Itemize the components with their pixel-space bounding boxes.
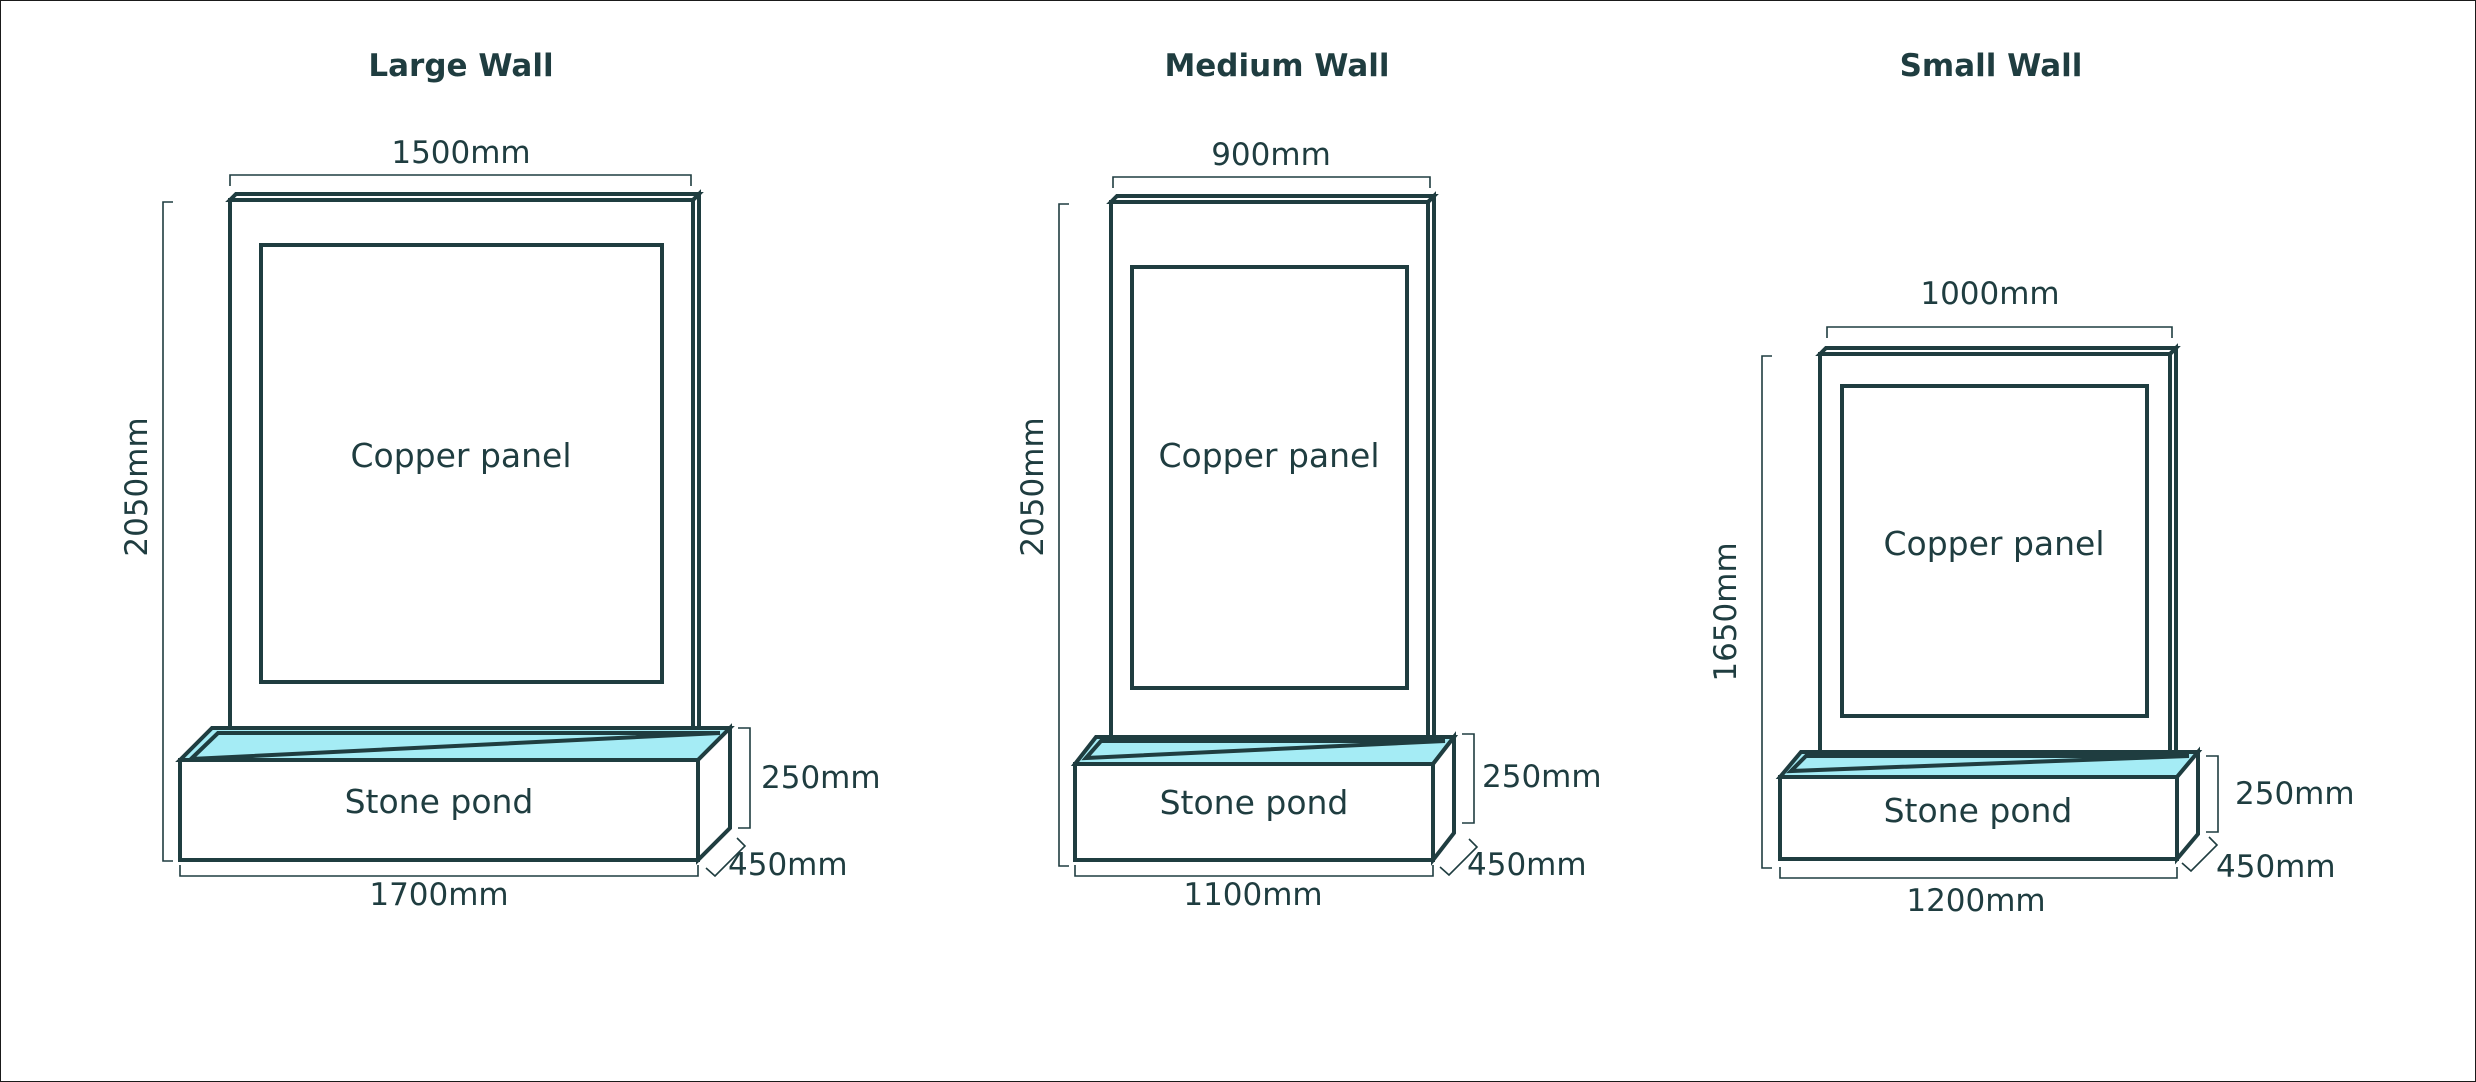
large-panel-width-line [229, 174, 692, 186]
medium-pond-width-line [1074, 865, 1434, 877]
medium-wall: Medium Wall 900mm Copper panel Stone pon… [1015, 48, 1602, 913]
medium-pond-width: 1100mm [1183, 877, 1322, 913]
medium-copper-panel [1130, 265, 1409, 690]
small-panel-width-line [1826, 326, 2173, 338]
small-pond-inner-rim [1785, 754, 2190, 774]
large-pond-width-line [179, 865, 699, 877]
large-wall-title: Large Wall [368, 48, 553, 84]
large-pond-height-line [738, 727, 751, 829]
small-pond-depth: 450mm [2216, 849, 2336, 885]
medium-pond-height-line [1462, 733, 1475, 824]
large-wall: Large Wall 1500mm Copper panel Stone pon… [119, 48, 881, 913]
large-pond-height: 250mm [761, 760, 881, 796]
small-panel-width: 1000mm [1920, 276, 2059, 312]
small-wall: Small Wall 1000mm Copper panel Stone pon… [1708, 48, 2355, 919]
small-stone-pond [1778, 775, 2179, 861]
medium-wall-title: Medium Wall [1164, 48, 1389, 84]
small-copper-panel [1840, 384, 2149, 718]
medium-pond-depth-line [1439, 838, 1479, 877]
small-stone-pond-label: Stone pond [1884, 791, 2073, 830]
small-pond-width-line [1779, 867, 2178, 879]
large-height-line [162, 201, 173, 862]
large-total-height: 2050mm [119, 417, 155, 556]
medium-panel-width-line [1112, 176, 1431, 188]
small-pond-height-line [2206, 755, 2219, 833]
small-pond-width: 1200mm [1906, 883, 2045, 919]
medium-pond-inner-rim [1081, 739, 1446, 761]
medium-pond-height: 250mm [1482, 759, 1602, 795]
medium-total-height: 2050mm [1015, 417, 1051, 556]
small-height-line [1761, 355, 1772, 869]
medium-panel-width: 900mm [1211, 137, 1331, 173]
small-copper-panel-label: Copper panel [1883, 524, 2104, 563]
large-copper-panel [259, 243, 664, 684]
large-stone-pond [178, 758, 700, 862]
large-pond-depth: 450mm [728, 847, 848, 883]
large-pond-depth-line [705, 837, 747, 878]
small-wall-title: Small Wall [1900, 48, 2083, 84]
medium-stone-pond-label: Stone pond [1160, 783, 1349, 822]
medium-pond-depth: 450mm [1467, 847, 1587, 883]
large-stone-pond-label: Stone pond [345, 782, 534, 821]
small-pond-depth-line [2181, 836, 2219, 873]
medium-stone-pond [1073, 762, 1435, 862]
large-copper-panel-label: Copper panel [350, 436, 571, 475]
small-total-height: 1650mm [1708, 542, 1744, 681]
large-pond-inner-rim [185, 731, 721, 762]
large-panel-width: 1500mm [391, 135, 530, 171]
medium-copper-panel-label: Copper panel [1158, 436, 1379, 475]
small-pond-height: 250mm [2235, 776, 2355, 812]
large-pond-width: 1700mm [369, 877, 508, 913]
medium-height-line [1058, 203, 1069, 867]
